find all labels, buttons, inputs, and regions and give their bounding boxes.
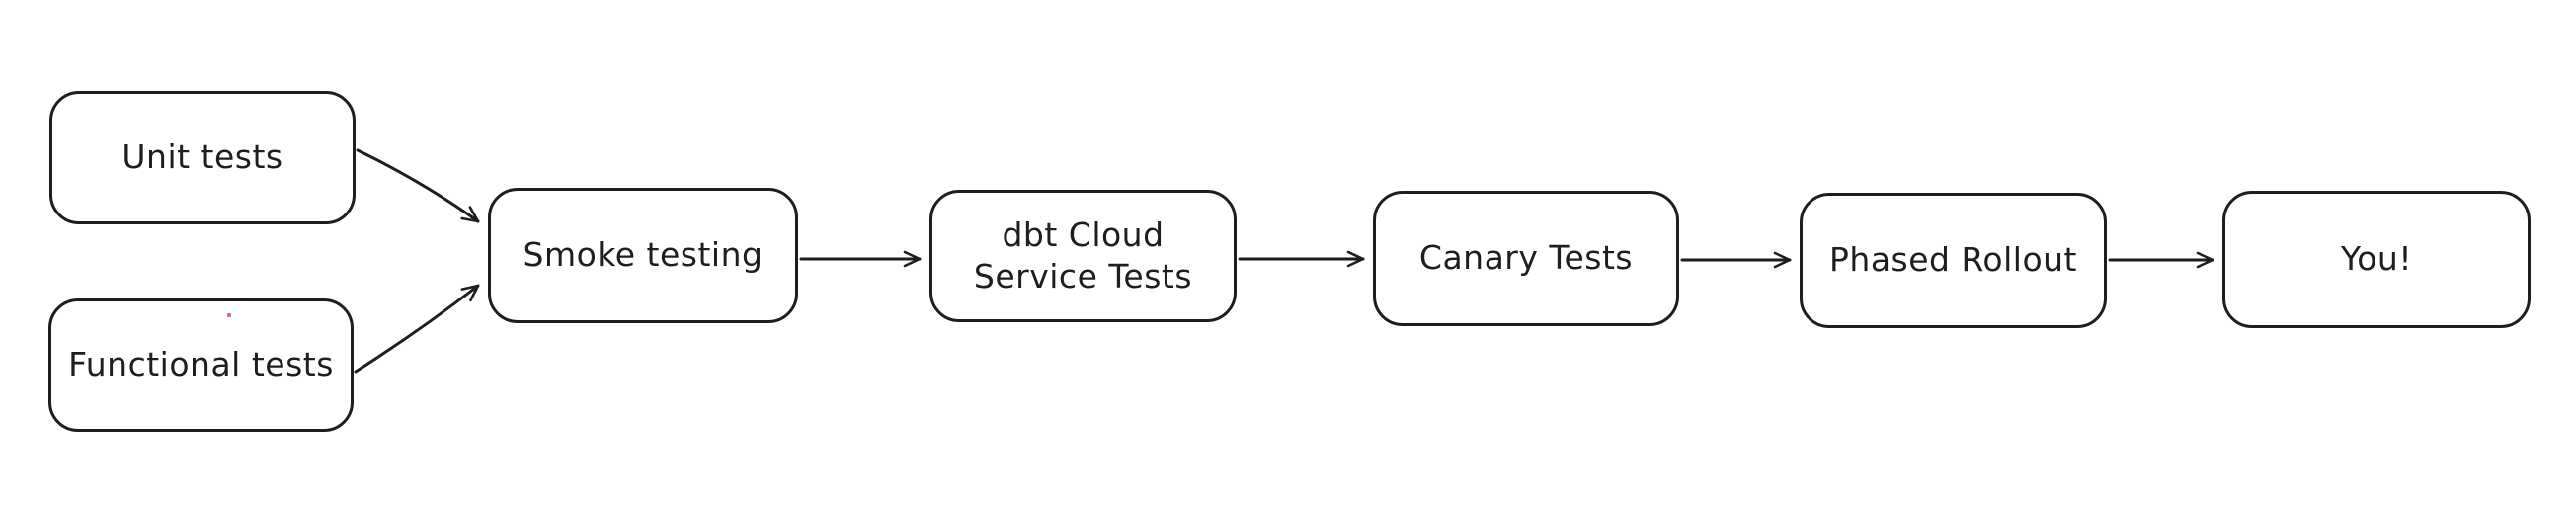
node-functional-tests-label: Functional tests — [68, 345, 334, 384]
node-unit-tests: Unit tests — [49, 91, 356, 224]
edge-unit-tests-to-smoke-testing-arrow — [356, 148, 480, 223]
node-you-label: You! — [2340, 239, 2413, 279]
stray-red-dot-artifact — [227, 313, 231, 317]
node-smoke-testing-label: Smoke testing — [523, 235, 764, 275]
node-dbt-cloud-service-tests-label-line1: dbt Cloud — [1002, 214, 1165, 254]
node-phased-rollout-label: Phased Rollout — [1829, 240, 2077, 280]
node-phased-rollout: Phased Rollout — [1800, 193, 2107, 328]
edge-functional-tests-to-smoke-testing-arrow — [354, 284, 480, 374]
node-dbt-cloud-service-tests-label-line2: Service Tests — [973, 257, 1193, 296]
node-canary-tests: Canary Tests — [1373, 191, 1679, 326]
node-you: You! — [2222, 191, 2531, 328]
node-functional-tests: Functional tests — [48, 298, 354, 432]
node-canary-tests-label: Canary Tests — [1418, 238, 1634, 278]
node-smoke-testing: Smoke testing — [488, 188, 798, 323]
node-unit-tests-label: Unit tests — [121, 137, 283, 177]
node-dbt-cloud-service-tests: dbt Cloud Service Tests — [929, 190, 1237, 322]
